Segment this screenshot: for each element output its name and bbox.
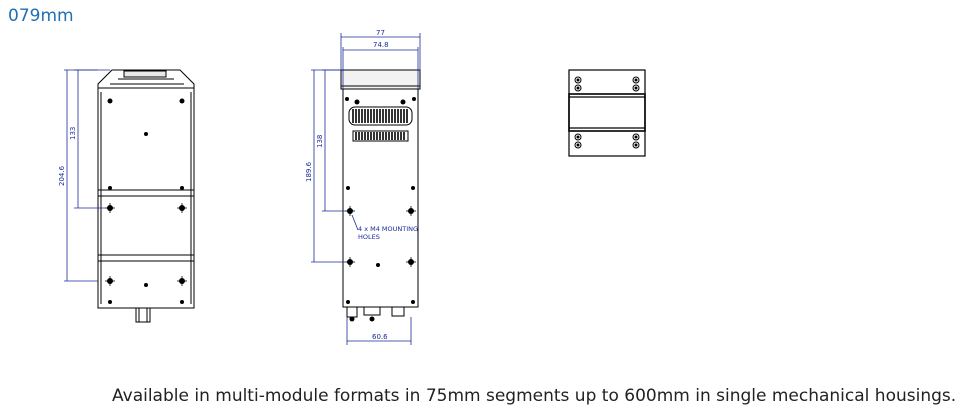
side-view-hole-crosses [345,206,416,267]
top-view [568,69,646,157]
mounting-note-line2: HOLES [358,233,380,241]
front-dimension-lines [64,69,110,282]
caption-text: Available in multi-module formats in 75m… [112,386,956,406]
dim-side-total: 189.6 [305,161,313,182]
dim-side-bottom-width: 60.6 [372,333,388,341]
dim-side-outer-width: 77 [376,29,385,37]
side-view [340,69,421,318]
mounting-note-line1: 4 x M4 MOUNTING [358,225,418,233]
front-view-hole-crosses [105,203,187,286]
dim-side-inner-width: 74.8 [373,41,389,49]
top-view-holes [574,76,640,149]
front-view [97,69,195,323]
dim-front-total: 204.6 [58,165,66,186]
side-view-fins [352,109,408,140]
model-title: 079mm [8,6,74,26]
technical-drawing: 204.6 133 [58,29,646,345]
dim-front-holes: 133 [69,127,77,140]
side-dimension-lines [311,33,421,345]
front-view-holes [107,98,185,304]
dim-side-holes: 138 [316,135,324,148]
